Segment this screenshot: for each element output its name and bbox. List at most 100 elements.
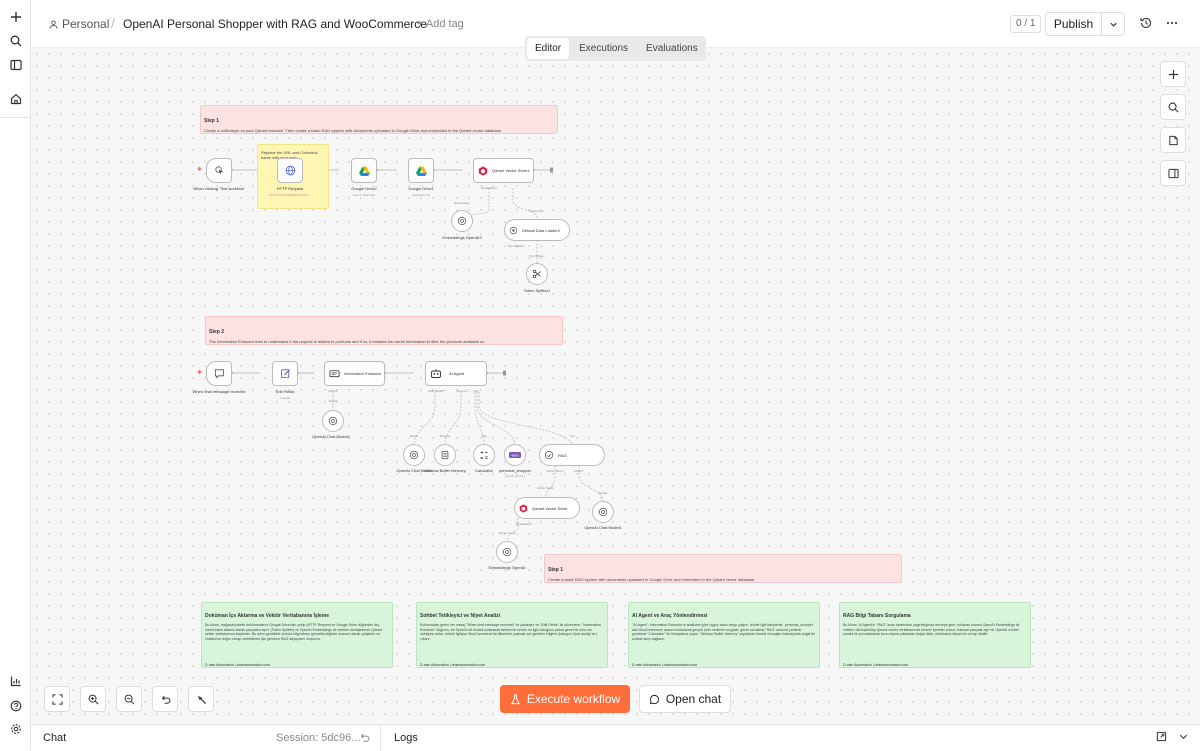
node-openai-chat-model[interactable] bbox=[403, 444, 425, 466]
add-node-button[interactable] bbox=[1160, 61, 1186, 87]
open-chat-button[interactable]: Open chat bbox=[639, 685, 731, 713]
sticky-step2[interactable]: Step 2 The Information Extractor tries t… bbox=[205, 316, 563, 345]
node-chat-trigger[interactable] bbox=[206, 361, 232, 386]
node-subtitle: manual bbox=[280, 396, 290, 400]
sidebar-toggle-icon[interactable] bbox=[5, 54, 26, 75]
tab-editor[interactable]: Editor bbox=[527, 38, 570, 59]
node-qdrant-vector-store[interactable]: Qdrant Vector Store bbox=[514, 497, 580, 519]
zoom-to-fit-button[interactable] bbox=[44, 686, 70, 712]
node-edit-fields[interactable] bbox=[272, 361, 298, 386]
node-rag[interactable]: RAG bbox=[539, 444, 605, 466]
sticky-footer: D-mim Automation | dmimautomation.com bbox=[205, 663, 271, 667]
toggle-panel-button[interactable] bbox=[1160, 160, 1186, 186]
sticky-green-rag[interactable]: RAG Bilgi Tabanı Sorgulama Bu küme, AI A… bbox=[839, 602, 1031, 668]
workflow-canvas[interactable]: Step 1 Create a collectiopn on your Qdra… bbox=[31, 48, 1200, 724]
edge-agent-rag bbox=[478, 392, 573, 447]
main-sidebar bbox=[0, 0, 31, 750]
node-manual-trigger[interactable] bbox=[206, 158, 232, 183]
node-default-data-loader2[interactable]: Default Data Loader2 bbox=[504, 219, 570, 241]
execute-workflow-button[interactable]: Execute workflow bbox=[500, 685, 630, 713]
node-calculator[interactable] bbox=[473, 444, 495, 466]
node-token-splitter1[interactable] bbox=[526, 263, 548, 285]
sticky-text: Create a basic RAG system with documents… bbox=[548, 577, 755, 582]
node-label: Embeddings OpenAI3 bbox=[442, 235, 482, 240]
node-qdrant-vector-store1[interactable]: Qdrant Vector Store1 bbox=[473, 158, 534, 183]
logs-panel-title[interactable]: Logs bbox=[394, 732, 418, 744]
pencil-icon bbox=[280, 369, 290, 379]
pop-out-icon[interactable] bbox=[1156, 731, 1168, 743]
sticky-title: RAG Bilgi Tabanı Sorgulama bbox=[843, 613, 911, 619]
node-label: Information Extractor bbox=[344, 371, 382, 376]
breadcrumb-owner[interactable]: Personal bbox=[49, 17, 109, 31]
edge-vs-emb bbox=[506, 518, 519, 543]
history-icon[interactable] bbox=[1139, 16, 1155, 32]
tab-evaluations[interactable]: Evaluations bbox=[646, 43, 698, 54]
more-options-icon[interactable] bbox=[1165, 16, 1181, 32]
node-openai-chat-model1[interactable] bbox=[592, 501, 614, 523]
edge-loader bbox=[512, 188, 538, 219]
node-http-request[interactable] bbox=[277, 158, 303, 183]
port-label: Text Splitter bbox=[529, 254, 545, 258]
zoom-out-button[interactable] bbox=[116, 686, 142, 712]
tab-executions[interactable]: Executions bbox=[579, 43, 629, 54]
sticky-footer: D-mim Automation | dmimautomation.com bbox=[420, 663, 486, 667]
user-icon bbox=[49, 19, 58, 29]
sticky-step1-bottom[interactable]: Step 1 Create a basic RAG system with do… bbox=[544, 554, 902, 583]
publish-label[interactable]: Publish bbox=[1046, 13, 1102, 35]
help-icon[interactable] bbox=[5, 695, 26, 716]
add-tag-button[interactable]: + Add tag bbox=[417, 18, 464, 30]
insights-icon[interactable] bbox=[5, 670, 26, 691]
workflow-name[interactable]: OpenAI Personal Shopper with RAG and Woo… bbox=[123, 17, 427, 31]
node-openai-chat-model2[interactable] bbox=[322, 410, 344, 432]
edge-agent-woo bbox=[476, 392, 516, 447]
view-tabs: Editor Executions Evaluations bbox=[525, 36, 706, 61]
execute-label: Execute workflow bbox=[526, 692, 621, 706]
sticky-note-icon bbox=[1168, 135, 1178, 145]
chevron-down-icon[interactable] bbox=[1102, 20, 1124, 29]
node-window-buffer-memory[interactable] bbox=[434, 444, 456, 466]
sticky-green-ingest[interactable]: Doküman İçe Aktarma ve Vektör Veritabanı… bbox=[201, 602, 393, 668]
panel-divider bbox=[380, 725, 381, 751]
undo-button[interactable] bbox=[152, 686, 178, 712]
node-embeddings-openai[interactable] bbox=[496, 541, 518, 563]
port-label: Model bbox=[328, 399, 338, 403]
sticky-text: Bu küme, AI Agent'ın "RAG" aracı tarafın… bbox=[843, 623, 1020, 637]
zoom-in-button[interactable] bbox=[80, 686, 106, 712]
rag-icon bbox=[544, 450, 554, 460]
node-personal-shopper[interactable]: woo bbox=[504, 444, 526, 466]
port-label: Model bbox=[409, 434, 419, 438]
node-google-drive1[interactable] bbox=[408, 158, 434, 183]
node-embeddings-openai3[interactable] bbox=[451, 210, 473, 232]
sticky-green-trigger[interactable]: Sohbet Tetikleyici ve Niyet Analizi Kull… bbox=[416, 602, 608, 668]
sticky-step1-top[interactable]: Step 1 Create a collectiopn on your Qdra… bbox=[200, 105, 558, 134]
sticky-text: Kullanıcıdan gelen her mesaj "When chat … bbox=[420, 623, 601, 641]
sticky-green-agent[interactable]: AI Agent ve Araç Yönlendirmesi "AI Agent… bbox=[628, 602, 820, 668]
robot-icon bbox=[431, 369, 441, 378]
port-label: Model* bbox=[328, 389, 338, 393]
flask-icon bbox=[510, 693, 520, 704]
zoom-in-icon bbox=[88, 694, 98, 704]
node-google-drive2[interactable] bbox=[351, 158, 377, 183]
node-ai-agent[interactable]: AI Agent bbox=[425, 361, 487, 386]
publish-button[interactable]: Publish bbox=[1045, 12, 1125, 36]
node-information-extractor[interactable]: Information Extractor bbox=[324, 361, 385, 386]
chevron-down-icon[interactable] bbox=[1178, 731, 1190, 743]
home-icon[interactable] bbox=[5, 88, 26, 109]
reset-session-icon[interactable] bbox=[359, 732, 371, 744]
add-sticky-button[interactable] bbox=[1160, 127, 1186, 153]
edge-agent-calc bbox=[474, 392, 485, 447]
canvas-search-button[interactable] bbox=[1160, 94, 1186, 120]
settings-icon[interactable] bbox=[5, 718, 26, 739]
node-label: Embeddings OpenAI bbox=[488, 565, 526, 570]
sticky-title: Step 1 bbox=[204, 118, 220, 124]
memory-icon bbox=[441, 450, 449, 460]
openai-icon bbox=[502, 547, 512, 557]
node-label: OpenAI Chat Model bbox=[396, 468, 432, 473]
sticky-title: Sohbet Tetikleyici ve Niyet Analizi bbox=[420, 613, 501, 619]
tidy-up-button[interactable] bbox=[188, 686, 214, 712]
open-chat-label: Open chat bbox=[665, 692, 722, 706]
plus-icon[interactable] bbox=[5, 6, 26, 27]
search-icon[interactable] bbox=[5, 30, 26, 51]
chat-icon bbox=[649, 694, 659, 704]
chat-panel-title[interactable]: Chat bbox=[43, 732, 67, 744]
